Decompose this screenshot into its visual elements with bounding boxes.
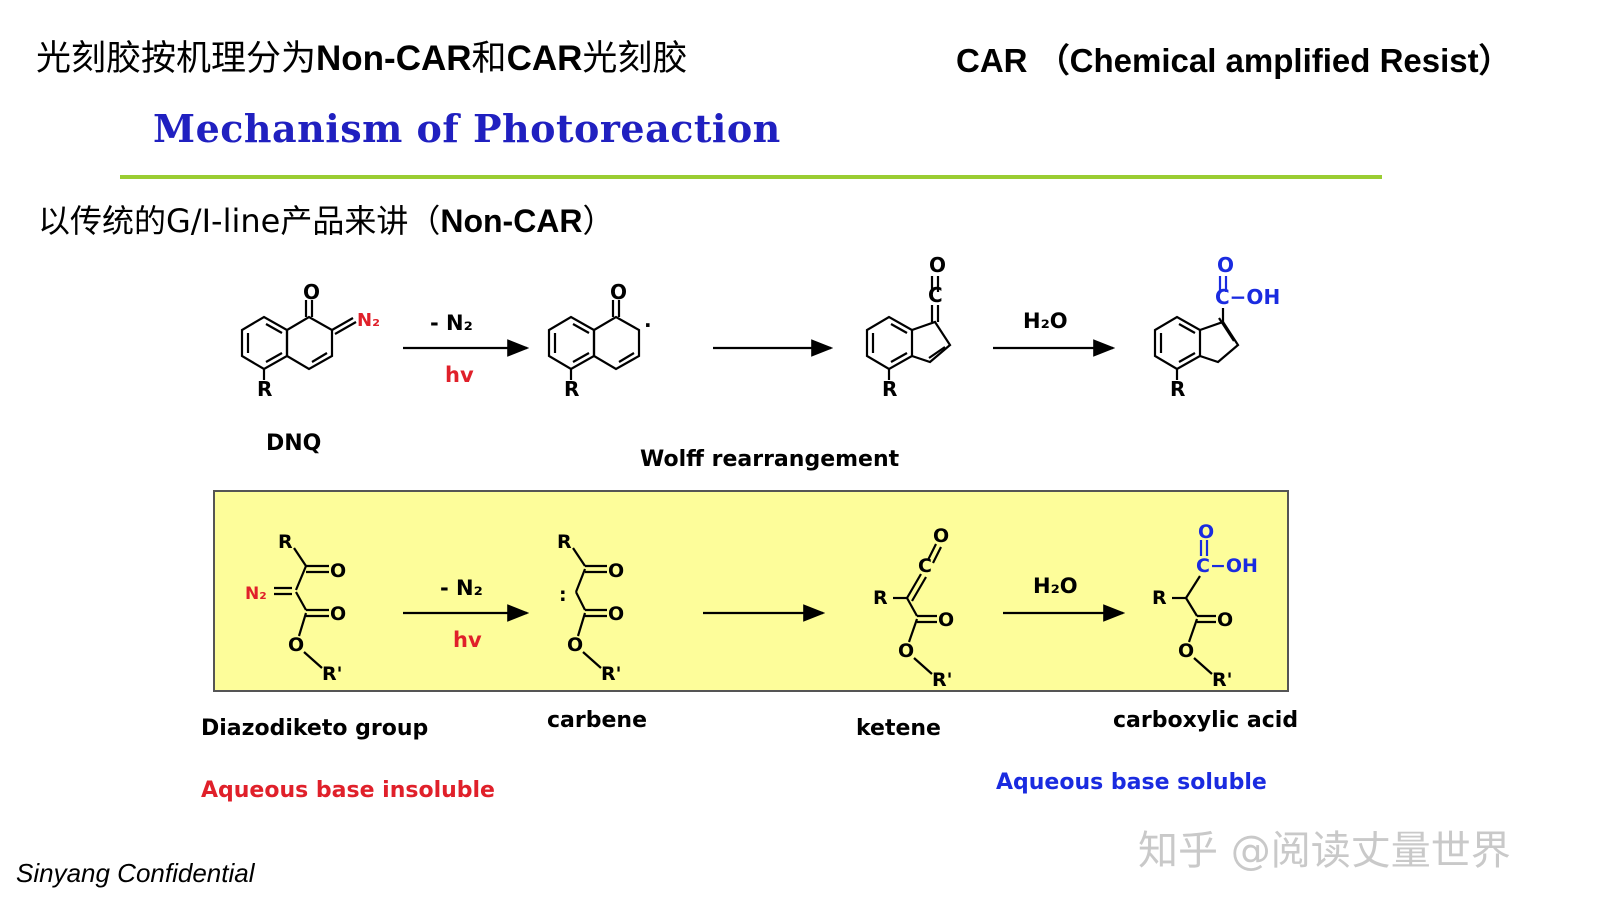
atom-o: O [938,609,954,631]
atom-n2: N₂ [357,310,380,331]
atom-r: R [557,531,572,553]
title-text-1: 光刻胶按机理分为 [36,39,317,79]
atom-r-prime: R' [322,663,342,685]
subtitle-text-2: Non-CAR [440,203,583,239]
bottom-arrow1-above: - N₂ [440,576,483,600]
subtitle: 以传统的G/I-line产品来讲（Non-CAR） [38,196,615,242]
carboxylic-label: carboxylic acid [1113,708,1299,733]
atom-r-prime: R' [932,669,952,691]
atom-o: O [1198,521,1214,543]
top-arrow3-above: H₂O [1023,309,1068,333]
atom-r-prime: R' [1212,669,1232,691]
mechanism-heading: Mechanism of Photoreaction [153,106,781,151]
atom-o: O [898,640,914,662]
atom-o: O [330,560,346,582]
atom-o: O [288,634,304,656]
atom-o: O [1178,640,1194,662]
atom-c: C [918,555,932,577]
carbene-label: carbene [547,708,647,733]
atom-o: O [929,253,946,277]
slide-title: 光刻胶按机理分为Non-CAR和CAR光刻胶 [36,30,687,81]
soluble-label: Aqueous base soluble [996,770,1267,795]
dnq-label: DNQ [266,431,321,456]
carbene-top-structure [547,300,641,380]
atom-o: O [303,280,320,304]
atom-r: R [564,377,579,401]
atom-c-oh: C−OH [1196,555,1258,577]
subtitle-text-3: ） [582,202,615,240]
ketene-label: ketene [856,716,941,741]
subtitle-text-1: 以传统的G/I-line产品来讲（ [38,202,441,240]
bottom-arrow3-above: H₂O [1033,574,1078,598]
dnq-structure [240,300,357,380]
wolff-label: Wolff rearrangement [640,447,900,472]
atom-r: R [882,377,897,401]
atom-r-prime: R' [601,663,621,685]
atom-o: O [933,525,949,547]
atom-r: R [1152,587,1167,609]
watermark: 知乎 @阅读丈量世界 [1138,828,1511,874]
ketene-top-structure [865,276,952,380]
atom-r: R [257,377,272,401]
top-arrow1-below: hv [445,363,474,387]
aliphatic-reaction-box [213,490,1289,692]
diazodiketo-label: Diazodiketo group [201,716,429,741]
atom-o: O [1217,253,1234,277]
carbene-colon: : [559,584,567,606]
atom-o: O [1217,609,1233,631]
confidential-footer: Sinyang Confidential [16,858,255,888]
acid-bottom-structure [1172,575,1216,675]
atom-n2: N₂ [245,584,267,604]
divider-rule [120,175,1382,179]
atom-o: O [330,603,346,625]
carbene-dot: ∙ [644,313,652,337]
atom-o: O [608,560,624,582]
title-text-3: 和 [471,39,507,79]
acid-top-structure [1153,308,1240,380]
title-text-5: 光刻胶 [582,39,688,79]
carbene-bottom-structure [572,547,607,669]
title-text-4: CAR [506,39,583,78]
car-title: CAR （Chemical amplified Resist） [956,42,1512,79]
atom-o: O [610,280,627,304]
atom-c-oh: C−OH [1215,285,1280,309]
atom-r: R [278,531,293,553]
top-arrow1-above: - N₂ [430,311,473,335]
ketene-bottom-structure [893,543,942,675]
atom-r: R [1170,377,1185,401]
insoluble-label: Aqueous base insoluble [201,778,495,803]
atom-o: O [608,603,624,625]
atom-o: O [567,634,583,656]
atom-c: C [928,283,943,307]
diazodiketo-structure [274,547,329,669]
atom-r: R [873,587,888,609]
bottom-arrow1-below: hv [453,628,482,652]
title-text-2: Non-CAR [316,39,472,78]
